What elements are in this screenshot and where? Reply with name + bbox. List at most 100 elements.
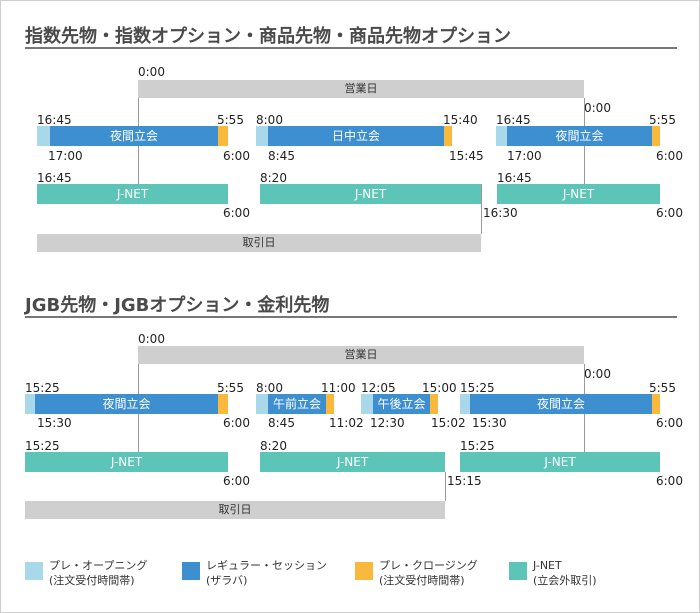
s2-midnight-line-right <box>584 364 585 394</box>
s2-session4-reg-start: 15:30 <box>472 416 507 430</box>
s2-session1-end: 6:00 <box>223 416 250 430</box>
s1-jnet2-start: 8:20 <box>260 171 287 185</box>
s2-jnet2-bar: J-NET <box>260 452 445 472</box>
s1-session3-bar: 夜間立会 <box>496 126 660 146</box>
pre-closing-segment <box>652 126 660 146</box>
s2-session3-pre-start: 12:05 <box>361 381 396 395</box>
regular-session-segment: 午前立会 <box>268 394 326 414</box>
s1-session1-end: 6:00 <box>223 149 250 163</box>
s2-business-day-band: 営業日 <box>138 346 584 364</box>
s2-time-zero-right: 0:00 <box>584 367 611 381</box>
pre-opening-segment <box>256 394 268 414</box>
s1-jnet2-bar: J-NET <box>260 184 481 204</box>
s2-session1-post-start: 5:55 <box>217 381 244 395</box>
regular-session-segment: 午後立会 <box>373 394 430 414</box>
legend-line1: プレ・クロージング <box>379 559 478 572</box>
s2-jnet2-start: 8:20 <box>260 439 287 453</box>
legend-line1: J-NET <box>533 559 562 572</box>
s2-jnet3-bar: J-NET <box>460 452 660 472</box>
s1-session1-reg-start: 17:00 <box>48 149 83 163</box>
pre-opening-segment <box>256 126 268 146</box>
regular-session-segment: 日中立会 <box>268 126 444 146</box>
s1-session1-pre-start: 16:45 <box>37 113 72 127</box>
pre-closing-segment <box>652 394 660 414</box>
pre-closing-segment <box>326 394 334 414</box>
s2-midnight-line-left-b <box>138 414 139 452</box>
legend-line1: レギュラー・セッション <box>206 559 327 572</box>
s2-jnet3-end: 6:00 <box>656 474 683 488</box>
pre-opening-segment <box>496 126 507 146</box>
s2-session4-pre-start: 15:25 <box>460 381 495 395</box>
s1-midnight-line-right <box>584 98 585 126</box>
s1-session3-post-start: 5:55 <box>649 113 676 127</box>
pre-opening-segment <box>37 126 50 146</box>
s1-session3-end: 6:00 <box>656 149 683 163</box>
s1-session2-end: 15:45 <box>449 149 484 163</box>
pre-opening-segment <box>361 394 373 414</box>
legend-label-regular-session: レギュラー・セッション (ザラバ) <box>206 558 327 588</box>
s1-jnet3-start: 16:45 <box>497 171 532 185</box>
legend-swatch-pre-closing <box>355 562 373 580</box>
s1-jnet3-bar: J-NET <box>497 184 660 204</box>
s2-session2-bar: 午前立会 <box>256 394 334 414</box>
pre-closing-segment <box>430 394 438 414</box>
s2-session2-post-start: 11:00 <box>321 381 356 395</box>
section1-rule <box>25 47 677 49</box>
s2-jnet1-start: 15:25 <box>25 439 60 453</box>
s1-session1-bar: 夜間立会 <box>37 126 228 146</box>
s1-session2-reg-start: 8:45 <box>268 149 295 163</box>
s1-jnet1-bar: J-NET <box>37 184 228 204</box>
regular-session-segment: 夜間立会 <box>35 394 218 414</box>
s1-jnet1-start: 16:45 <box>37 171 72 185</box>
legend-swatch-regular-session <box>182 562 200 580</box>
legend-swatch-jnet <box>509 562 527 580</box>
s2-session3-end: 15:02 <box>431 416 466 430</box>
s2-session2-end: 11:02 <box>329 416 364 430</box>
section2-rule <box>25 316 677 318</box>
regular-session-segment: 夜間立会 <box>470 394 652 414</box>
legend-line2: (立会外取引) <box>533 574 597 587</box>
section2-title: JGB先物・JGBオプション・金利先物 <box>25 295 330 316</box>
s1-session1-post-start: 5:55 <box>217 113 244 127</box>
s1-session2-bar: 日中立会 <box>256 126 452 146</box>
s1-session2-post-start: 15:40 <box>443 113 478 127</box>
pre-opening-segment <box>25 394 35 414</box>
s2-session1-pre-start: 15:25 <box>25 381 60 395</box>
s1-time-zero-right: 0:00 <box>584 101 611 115</box>
s2-session1-bar: 夜間立会 <box>25 394 228 414</box>
s2-time-zero-left: 0:00 <box>138 332 165 346</box>
legend-line2: (ザラバ) <box>206 574 248 587</box>
s2-session3-post-start: 15:00 <box>422 381 457 395</box>
s2-trading-day-end-line <box>445 472 446 501</box>
s2-session4-post-start: 5:55 <box>649 381 676 395</box>
legend-line2: (注文受付時間帯) <box>49 574 135 587</box>
legend-line2: (注文受付時間帯) <box>379 574 465 587</box>
s2-session4-end: 6:00 <box>656 416 683 430</box>
pre-opening-segment <box>460 394 470 414</box>
s2-session1-reg-start: 15:30 <box>37 416 72 430</box>
s1-jnet3-end: 6:00 <box>656 206 683 220</box>
legend-label-pre-closing: プレ・クロージング (注文受付時間帯) <box>379 558 478 588</box>
s1-session2-pre-start: 8:00 <box>256 113 283 127</box>
s2-jnet1-bar: J-NET <box>25 452 228 472</box>
s1-session3-pre-start: 16:45 <box>496 113 531 127</box>
s2-jnet3-start: 15:25 <box>460 439 495 453</box>
s1-midnight-line-left-b <box>138 146 139 184</box>
regular-session-segment: 夜間立会 <box>50 126 218 146</box>
s2-jnet2-end: 15:15 <box>447 474 482 488</box>
s1-trading-day-end-line <box>481 184 482 234</box>
s2-session4-bar: 夜間立会 <box>460 394 660 414</box>
s2-session2-reg-start: 8:45 <box>268 416 295 430</box>
s2-session2-pre-start: 8:00 <box>256 381 283 395</box>
legend-line1: プレ・オープニング <box>49 559 148 572</box>
s1-trading-day-band: 取引日 <box>37 234 481 252</box>
pre-closing-segment <box>444 126 452 146</box>
pre-closing-segment <box>218 126 228 146</box>
s1-session3-reg-start: 17:00 <box>507 149 542 163</box>
legend-label-jnet: J-NET (立会外取引) <box>533 558 597 588</box>
regular-session-segment: 夜間立会 <box>507 126 652 146</box>
s2-jnet1-end: 6:00 <box>223 474 250 488</box>
s2-session3-bar: 午後立会 <box>361 394 438 414</box>
s1-business-day-band: 営業日 <box>138 80 584 98</box>
s1-midnight-line-left <box>138 98 139 126</box>
